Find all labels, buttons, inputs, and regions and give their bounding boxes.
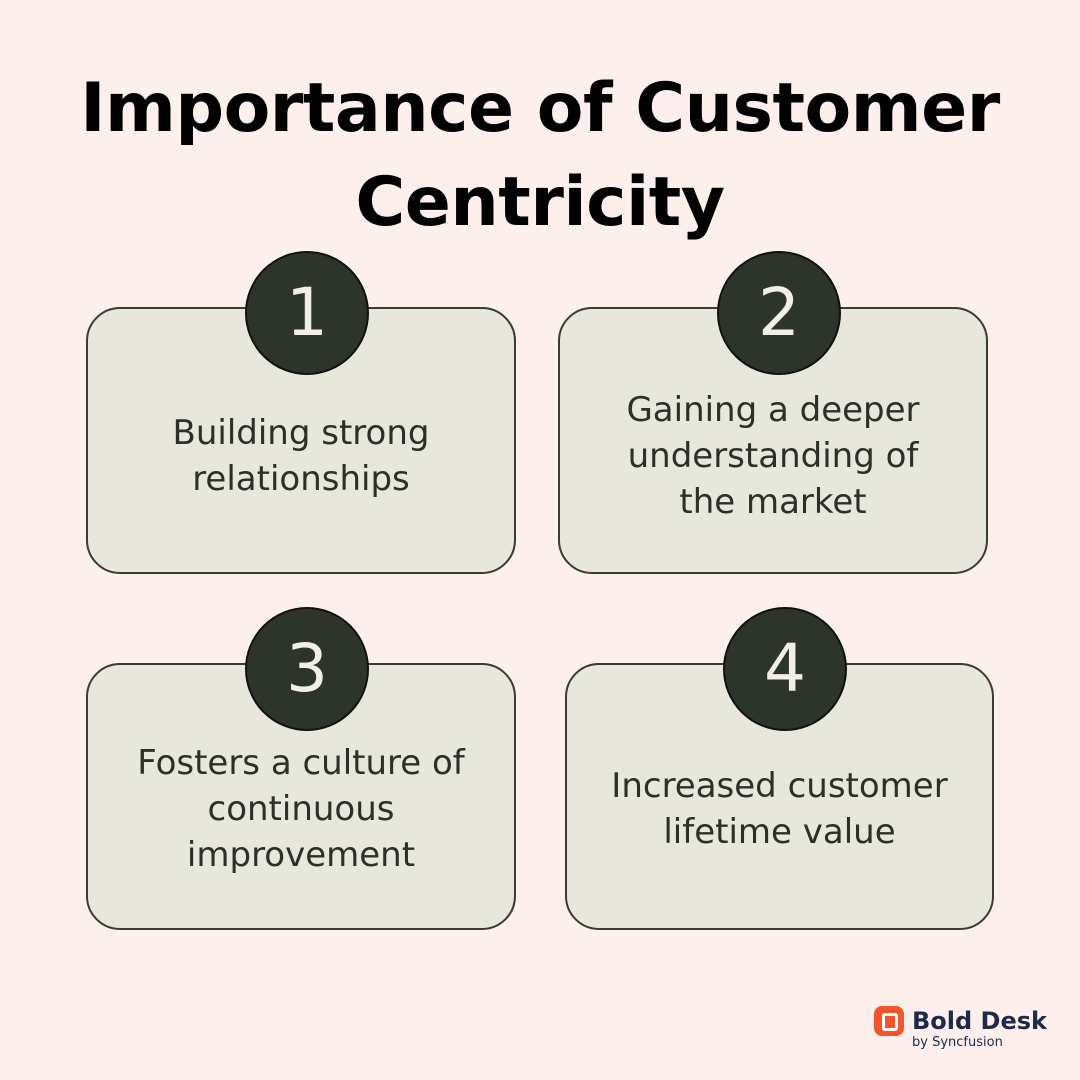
number-badge-3: 3 <box>245 607 369 731</box>
card-2-text: Gaining a deeper understanding of the ma… <box>626 389 920 522</box>
card-continuous-improvement: Fosters a culture of continuous improvem… <box>86 663 516 930</box>
page-title-line-1: Importance of Customer <box>80 69 1000 148</box>
brand-byline: by Syncfusion <box>912 1035 1003 1050</box>
card-3-text: Fosters a culture of continuous improvem… <box>137 742 465 875</box>
number-badge-1: 1 <box>245 251 369 375</box>
brand-name: Bold Desk <box>912 1007 1047 1035</box>
bolddesk-logo-icon <box>874 1006 904 1036</box>
number-badge-4: 4 <box>723 607 847 731</box>
page-title-line-2: Centricity <box>355 163 725 242</box>
brand-logo: Bold Desk by Syncfusion <box>874 1004 1054 1054</box>
number-badge-2: 2 <box>717 251 841 375</box>
card-1-text: Building strong relationships <box>172 412 430 499</box>
page-title: Importance of Customer Centricity <box>0 62 1080 250</box>
card-4-text: Increased customer lifetime value <box>611 765 948 852</box>
